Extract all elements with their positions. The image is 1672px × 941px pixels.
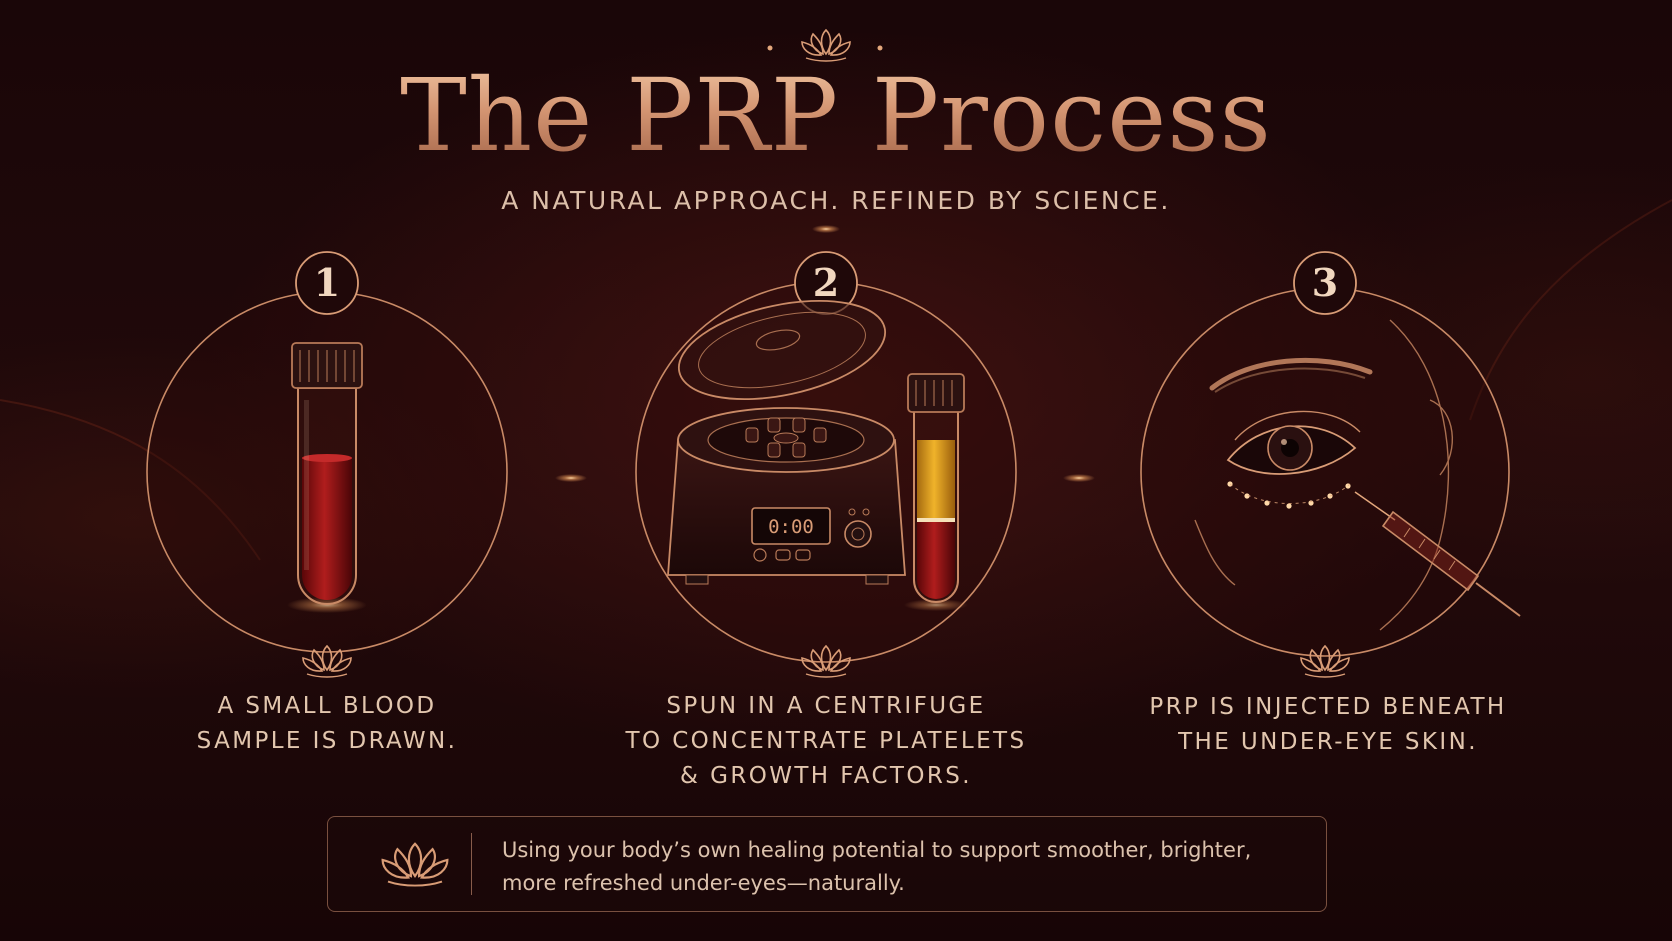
step-2-illustration: 0:00 [635,251,1017,678]
centrifuge-readout: 0:00 [768,516,814,538]
step-3-caption-line: THE UNDER-EYE SKIN. [1178,729,1478,755]
step-1-number: 1 [313,260,341,305]
step-3-caption-line: PRP IS INJECTED BENEATH [1149,694,1507,720]
step-3-number: 3 [1311,260,1339,305]
step-2-caption-line: SPUN IN A CENTRIFUGE [666,693,986,719]
step-2-caption: SPUN IN A CENTRIFUGE TO CONCENTRATE PLAT… [586,689,1066,794]
centrifuge-icon: 0:00 [667,299,906,585]
separated-tube-icon [904,373,968,611]
step-1-badge [295,251,359,315]
step-1-caption: A SMALL BLOOD SAMPLE IS DRAWN. [87,689,567,759]
step-2-caption-line: & GROWTH FACTORS. [680,763,972,789]
note-line: Using your body’s own healing potential … [502,838,1252,862]
page-title: The PRP Process [0,56,1672,176]
note-text: Using your body’s own healing potential … [502,834,1302,900]
note-divider [471,833,472,895]
step-2-caption-line: TO CONCENTRATE PLATELETS [625,728,1027,754]
step-3-caption: PRP IS INJECTED BENEATH THE UNDER-EYE SK… [1088,690,1568,760]
eye-injection-icon [1194,319,1521,631]
lotus-icon [381,842,449,887]
step-3-illustration [1140,251,1521,678]
blood-tube-icon [287,342,367,613]
note-box: Using your body’s own healing potential … [327,816,1327,912]
step-1-caption-line: A SMALL BLOOD [217,693,437,719]
note-line: more refreshed under-eyes—naturally. [502,871,905,895]
step-2-number: 2 [812,260,840,305]
step-1-illustration [146,251,508,678]
page-subtitle: A NATURAL APPROACH. REFINED BY SCIENCE. [501,186,1171,215]
step-1-caption-line: SAMPLE IS DRAWN. [196,728,458,754]
top-ornament [565,29,1085,62]
step-3-badge [1293,251,1357,315]
